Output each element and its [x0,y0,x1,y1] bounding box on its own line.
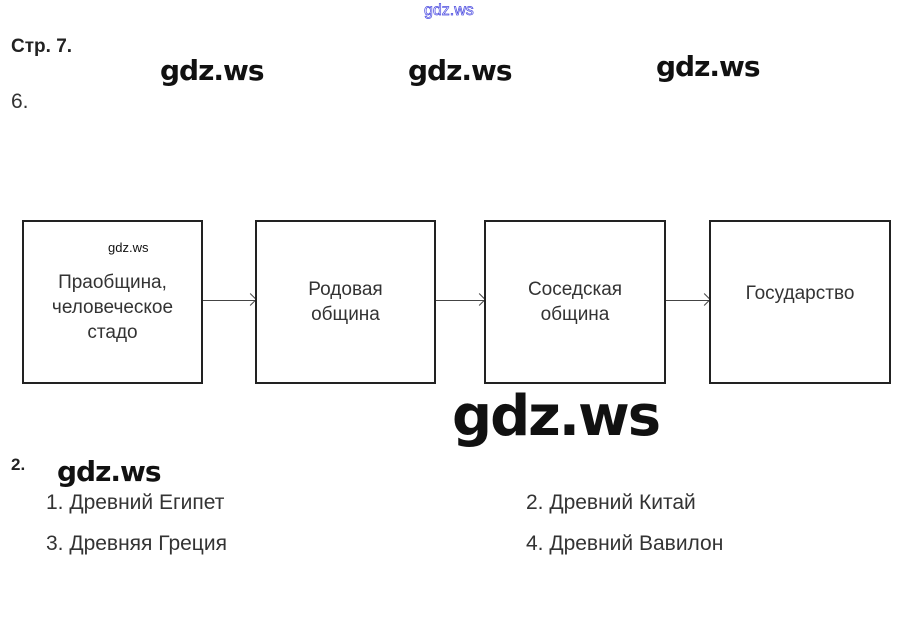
watermark: gdz.ws [57,455,162,488]
arrow-3 [666,300,709,301]
list-item: 3. Древняя Греция [46,532,227,555]
top-watermark: gdz.ws [424,2,474,20]
diagram-box-proto-community: Праобщина, человеческое стадо [22,220,203,384]
page-label: Стр. 7. [11,36,73,57]
list-item: 1. Древний Египет [46,491,225,514]
watermark-large: gdz.ws [452,384,661,449]
diagram-box-clan-community: Родовая община [255,220,436,384]
diagram-box-state: Государство [709,220,891,384]
watermark: gdz.ws [160,54,265,87]
diagram-box-neighbor-community: Соседская община [484,220,666,384]
list-item: 2. Древний Китай [526,491,696,514]
arrow-2 [436,300,484,301]
list-item: 4. Древний Вавилон [526,532,724,555]
task-6-label: 6. [11,90,29,113]
watermark-small: gdz.ws [108,240,149,255]
task-2-label: 2. [11,455,26,474]
watermark: gdz.ws [656,50,761,83]
arrow-1 [203,300,255,301]
watermark: gdz.ws [408,54,513,87]
